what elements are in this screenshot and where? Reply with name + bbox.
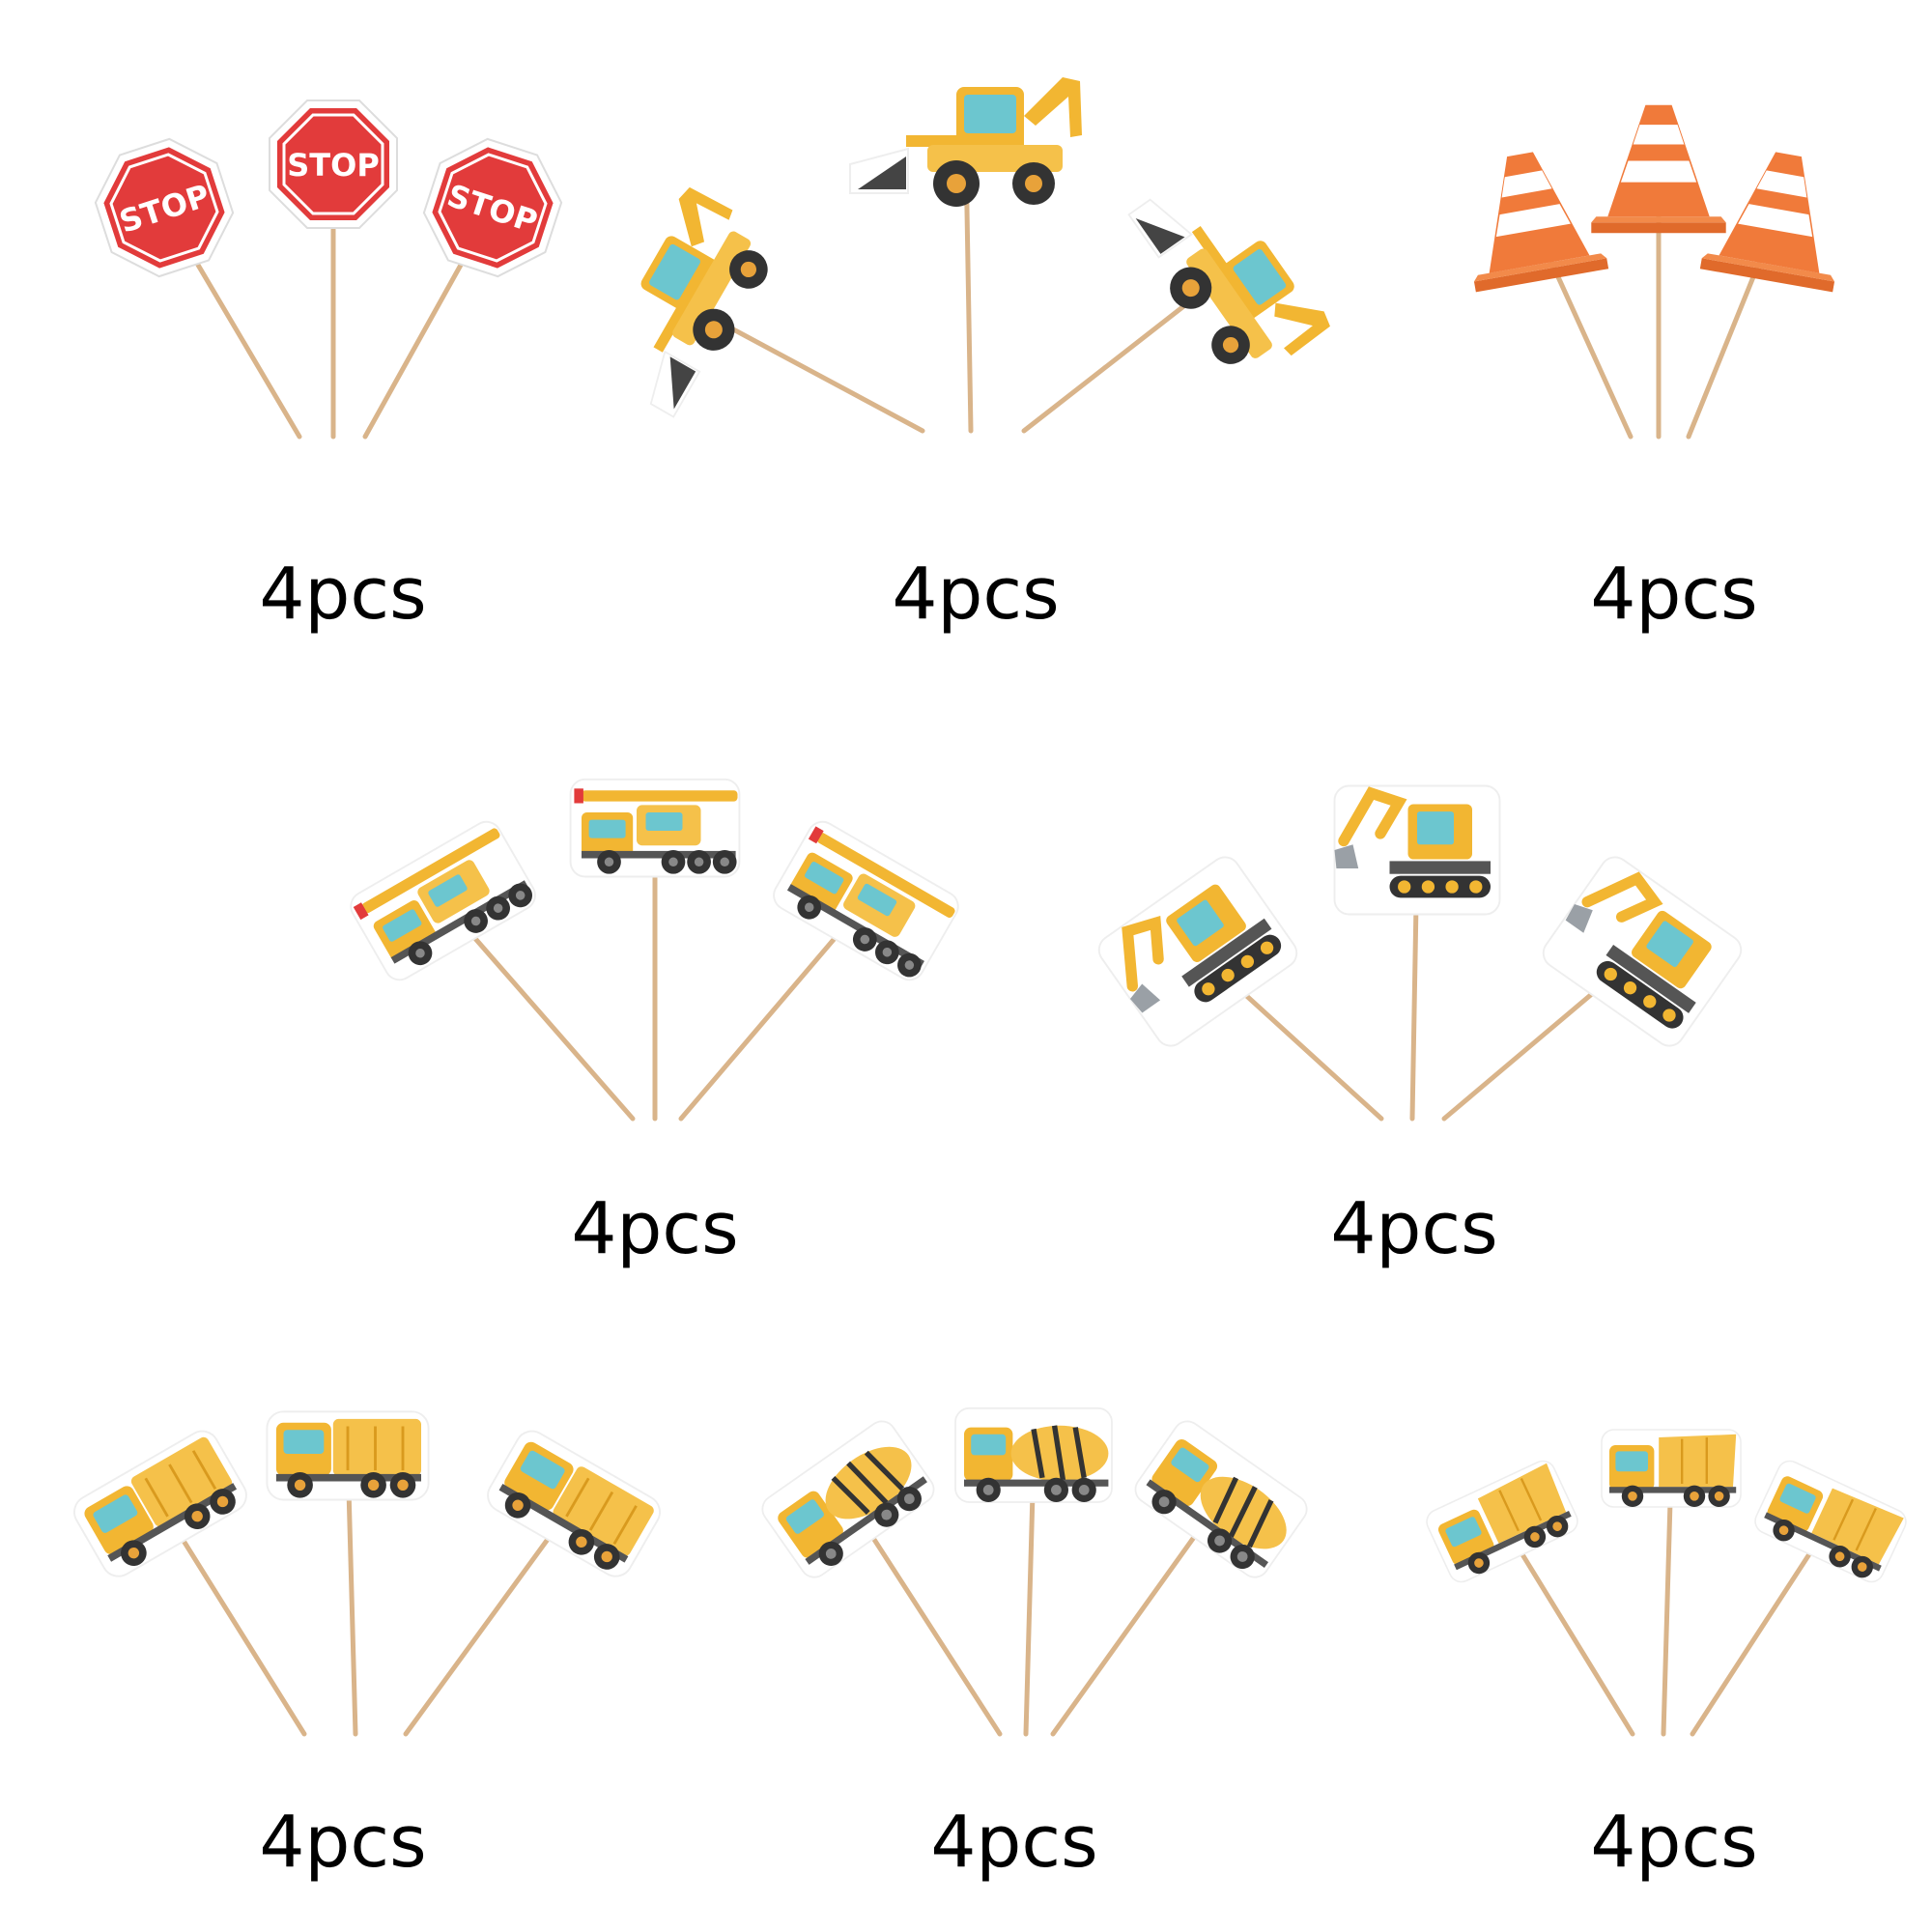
dump-truck-icon [1749,1456,1912,1587]
cement-mixer-icon [1130,1416,1312,1583]
crane-truck-icon [569,778,741,878]
group-label-traffic-cones: 4pcs [1590,553,1758,636]
stop-sign-icon [411,126,575,290]
cement-mixer-icon [955,1408,1112,1502]
toothpick-stick [1023,1456,1037,1737]
group-label-stop-signs: 4pcs [259,553,427,636]
toothpick-stick [1050,1499,1222,1737]
garbage-truck-icon [480,1423,668,1584]
dump-truck-icon [1600,1428,1743,1509]
backhoe-loader-icon [1118,154,1335,394]
traffic-cone-icon [1699,142,1856,293]
toothpick-stick [847,1499,1003,1737]
excavator-icon [1538,851,1747,1051]
toothpick-stick [403,1499,578,1737]
topper-artwork [67,76,1912,1737]
stop-sign-icon [268,99,399,230]
backhoe-loader-icon [582,183,789,424]
crane-truck-icon [767,815,965,986]
toothpick-stick [1499,1519,1635,1737]
cement-mixer-icon [757,1416,939,1583]
toothpick-stick [1690,1519,1833,1737]
group-label-cement-mixers: 4pcs [930,1801,1098,1884]
excavator-icon [1335,786,1500,915]
crane-truck-icon [344,815,542,986]
stop-sign-icon [82,126,246,290]
group-label-crane-trucks: 4pcs [571,1187,739,1270]
toothpick-stick [1661,1465,1674,1737]
traffic-cone-icon [1591,104,1726,234]
group-label-excavators: 4pcs [1330,1187,1498,1270]
backhoe-loader-icon [849,76,1083,208]
group-label-backhoe-loaders: 4pcs [892,553,1060,636]
group-label-dump-trucks: 4pcs [1590,1801,1758,1884]
garbage-truck-icon [67,1423,254,1584]
dump-truck-icon [1421,1456,1583,1587]
excavator-icon [1094,851,1302,1051]
traffic-cone-icon [1453,142,1609,293]
group-label-garbage-trucks: 4pcs [259,1801,427,1884]
garbage-truck-icon [265,1409,431,1501]
